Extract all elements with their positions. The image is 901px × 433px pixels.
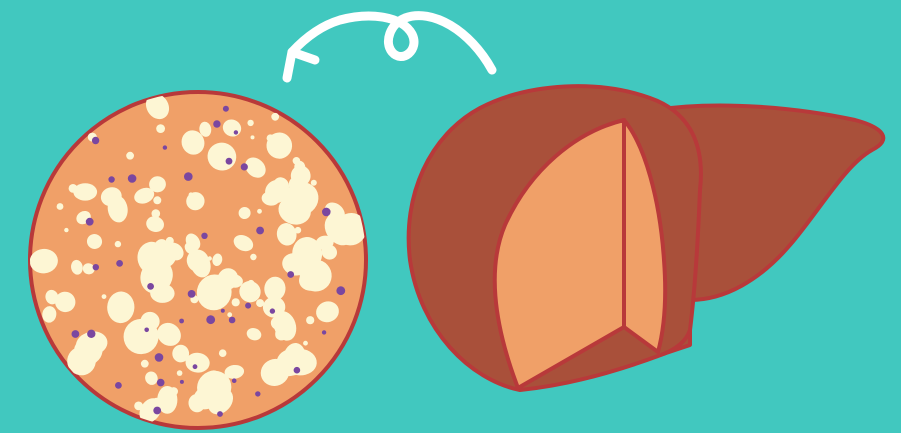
fat-droplet-small [306,316,314,324]
purple-dot [221,309,225,313]
fat-droplet-small [143,402,150,409]
purple-dot [86,218,94,226]
fat-droplet-small [169,387,178,396]
fat-droplet-small [115,207,122,214]
purple-dot [287,271,294,278]
purple-dot [144,328,149,333]
fat-droplet-small [208,256,212,260]
fat-droplet-small [140,343,145,348]
fat-droplet-small [247,120,253,126]
purple-dot [93,264,99,270]
fat-droplet-small [134,402,143,411]
fat-droplet-small [287,258,293,264]
curly-arrow-icon [287,16,492,78]
purple-dot [217,411,223,417]
purple-dot [72,330,80,338]
fat-droplet-small [160,108,166,114]
fat-droplet-small [190,239,195,244]
fat-droplet-small [153,196,161,204]
fat-droplet-small [271,113,279,121]
fat-droplet-small [251,135,255,139]
purple-dot [232,378,237,383]
magnified-tissue-circle [29,89,373,428]
purple-dot [245,303,251,309]
fat-droplet-small [153,177,161,185]
fat-droplet-small [115,241,121,247]
purple-dot [153,407,161,415]
purple-dot [256,227,264,235]
purple-dot [226,158,233,165]
fat-droplet-small [295,227,302,234]
fat-droplet-small [247,280,254,287]
fat-droplet-small [153,398,161,406]
purple-dot [147,283,154,290]
fat-droplet-small [219,349,227,357]
purple-dot [213,120,220,127]
fat-droplet-small [166,237,174,245]
purple-dot [294,367,301,374]
purple-dot [241,163,248,170]
fat-droplet-small [152,209,161,218]
fat-droplet-small [126,152,134,160]
fat-droplet-small [255,286,259,290]
purple-dot [108,176,114,182]
purple-dot [229,317,236,324]
purple-dot [128,174,137,183]
fat-droplet-small [189,192,194,197]
fat-droplet-small [69,184,78,193]
purple-dot [223,106,229,112]
fat-droplet-small [141,360,149,368]
purple-dot [184,172,193,181]
fat-droplet-small [250,254,256,260]
purple-dot [116,260,123,267]
fat-droplet-small [256,299,264,307]
fat-droplet-small [143,321,148,326]
liver-cross-section [409,86,884,390]
fat-droplet-small [177,370,183,376]
fat-droplet-small [102,294,107,299]
purple-dot [163,145,167,149]
purple-dot [115,382,122,389]
purple-dot [188,290,196,298]
purple-dot [155,353,164,362]
purple-dot [255,391,260,396]
purple-dot [157,379,165,387]
fat-droplet-small [267,134,274,141]
fat-droplet [73,183,97,200]
purple-dot [234,130,238,134]
fat-droplet-small [232,298,240,306]
fat-droplet-small [303,341,308,346]
purple-dot [179,319,184,324]
purple-dot [322,330,326,334]
purple-dot [180,380,184,384]
fat-droplet-small [57,203,64,210]
purple-dot [193,364,198,369]
fat-droplet-small [257,209,262,214]
purple-dot [336,286,345,295]
purple-dot [201,233,207,239]
fat-droplet-small [311,180,317,186]
fat-droplet-small [156,124,165,133]
fat-droplet-small [64,228,68,232]
purple-dot [87,330,95,338]
fat-droplet-small [167,258,174,265]
purple-dot [92,137,99,144]
fat-droplet-small [293,157,301,165]
purple-dot [270,308,275,313]
purple-dot [322,208,331,217]
fat-droplet-small [227,312,232,317]
purple-dot [206,315,215,324]
